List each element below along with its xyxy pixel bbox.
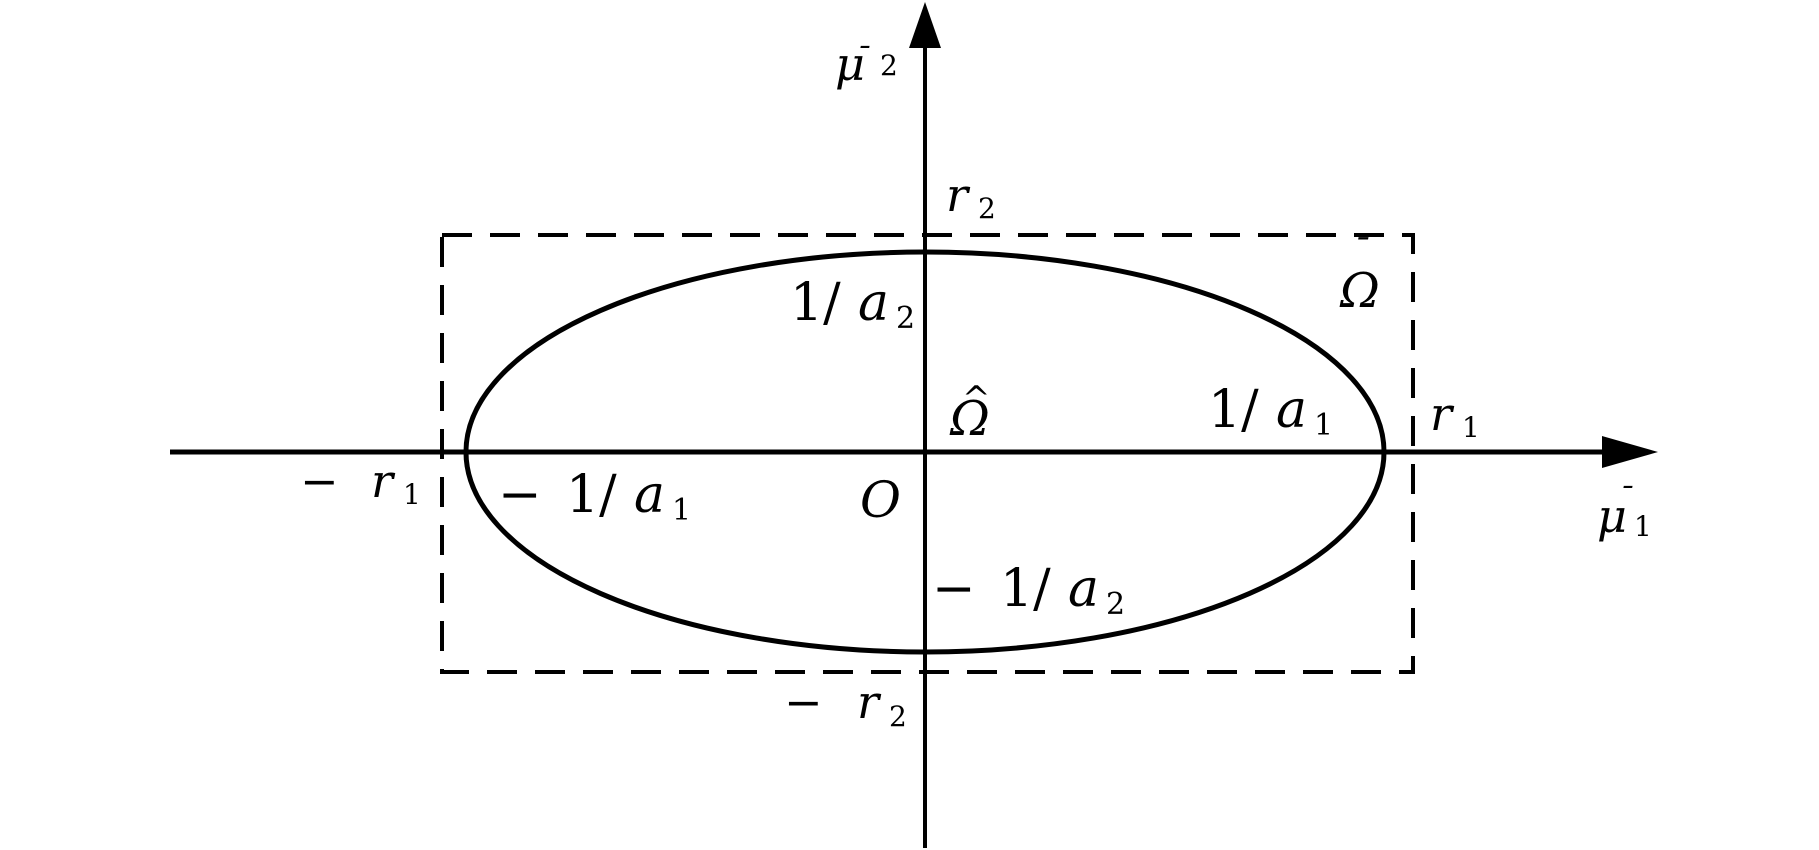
svg-text:r: r [371,454,396,508]
svg-text:r: r [946,168,971,222]
svg-text:2: 2 [896,301,915,336]
dashed-rectangle [440,233,1415,674]
origin-label: O [860,471,901,529]
svg-text:¯: ¯ [1618,481,1633,516]
svg-text:^: ^ [962,379,991,419]
svg-text:−: − [784,675,823,729]
horizontal-axis-arrowhead [1602,436,1658,468]
svg-text:1: 1 [1634,510,1652,543]
vertical-axis-arrowhead [909,2,941,48]
vertical-axis-label: ¯ μ 2 [835,37,898,91]
horizontal-axis-label: ¯ μ 1 [1597,481,1652,543]
r1-left-label: − r 1 [300,454,421,511]
svg-text:Ω: Ω [1339,263,1380,319]
svg-text:−: − [300,454,339,508]
svg-text:r: r [1430,387,1455,441]
svg-text:1/: 1/ [1208,380,1259,440]
svg-text:¯: ¯ [855,41,870,76]
a2-top-label: 1/ a 2 [790,273,915,336]
svg-text:1: 1 [403,478,421,511]
svg-text:−: − [498,465,542,525]
r2-top-label: r 2 [946,168,996,225]
svg-text:a: a [1276,380,1307,440]
svg-text:Ω: Ω [949,391,990,447]
svg-text:r: r [857,675,882,729]
a1-left-label: − 1/ a 1 [498,465,691,528]
svg-text:1: 1 [1462,411,1480,444]
ellipse-region-label: ^ Ω [949,379,991,447]
svg-text:2: 2 [889,700,907,733]
svg-text:a: a [1068,559,1099,619]
svg-text:¯: ¯ [1352,231,1369,271]
svg-text:μ: μ [1597,489,1627,543]
svg-text:2: 2 [880,49,898,82]
svg-text:−: − [932,559,976,619]
a1-right-label: 1/ a 1 [1208,380,1333,443]
svg-text:2: 2 [978,192,996,225]
svg-text:1: 1 [1314,408,1333,443]
svg-text:1/: 1/ [1000,559,1051,619]
svg-text:μ: μ [835,37,865,91]
a2-bottom-label: − 1/ a 2 [932,559,1125,622]
r1-right-label: r 1 [1430,387,1480,444]
svg-text:1/: 1/ [790,273,841,333]
svg-text:a: a [634,465,665,525]
svg-text:1/: 1/ [566,465,617,525]
r2-bottom-label: − r 2 [784,675,907,733]
svg-text:1: 1 [672,493,691,528]
rectangle-region-label: ¯ Ω [1339,231,1380,319]
svg-text:a: a [858,273,889,333]
svg-text:2: 2 [1106,587,1125,622]
